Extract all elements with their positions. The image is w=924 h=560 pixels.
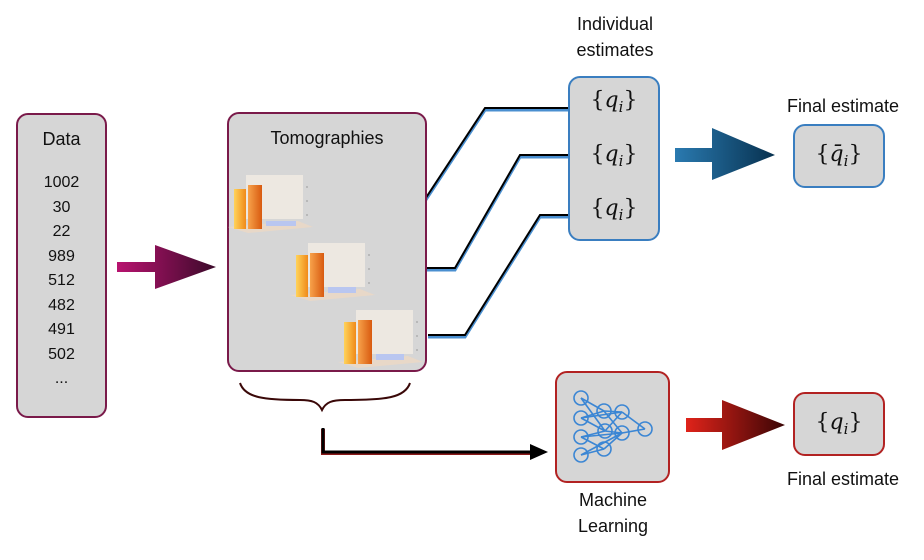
- individual-title-line2: estimates: [576, 40, 654, 60]
- curly-brace: [239, 382, 411, 413]
- arrow-ml-to-final: [686, 400, 785, 450]
- data-value: 22: [52, 223, 71, 240]
- data-value: 989: [48, 247, 75, 265]
- bar-chart-thumbnail-3: [338, 310, 423, 368]
- final-estimate-top-label: Final estimate: [786, 96, 900, 116]
- data-value: 482: [48, 296, 75, 314]
- arrow-individual-to-final: [675, 128, 775, 180]
- connector-to-ml: [321, 428, 548, 460]
- data-value: 30: [52, 198, 71, 216]
- ml-label-line1: Machine: [578, 490, 648, 510]
- final-estimate-bottom-label: Final estimate: [786, 469, 900, 489]
- individual-title-line1: Individual: [576, 14, 654, 34]
- neural-network-icon: [573, 390, 653, 463]
- final-estimate-top-value: {q̄i}: [815, 142, 863, 170]
- data-title: Data: [42, 129, 81, 149]
- data-values-list: 1002 30 22 989 512 482 491 502...: [18, 171, 105, 392]
- machine-learning-box: [555, 371, 670, 483]
- individual-estimates-box: {qi} {qi} {qi}: [568, 76, 660, 241]
- data-value: 512: [48, 272, 75, 289]
- final-estimate-bottom-value: {qi}: [815, 410, 863, 438]
- final-estimate-bottom-box: {qi}: [793, 392, 885, 456]
- data-value: ...: [54, 370, 69, 387]
- data-value: 1002: [43, 174, 80, 191]
- bar-chart-thumbnail-2: [290, 243, 375, 301]
- data-box: Data 1002 30 22 989 512 482 491 502...: [16, 113, 107, 418]
- arrow-data-to-tomographies: [117, 245, 216, 289]
- data-value: 502: [48, 345, 75, 363]
- individual-estimate-1: {qi}: [590, 88, 638, 116]
- individual-estimate-3: {qi}: [590, 196, 638, 224]
- ml-label-line2: Learning: [577, 516, 649, 536]
- bar-chart-thumbnail-1: [228, 175, 313, 233]
- individual-estimate-2: {qi}: [590, 142, 638, 170]
- final-estimate-top-box: {q̄i}: [793, 124, 885, 188]
- data-value: 491: [48, 321, 75, 338]
- tomographies-title: Tomographies: [270, 128, 384, 148]
